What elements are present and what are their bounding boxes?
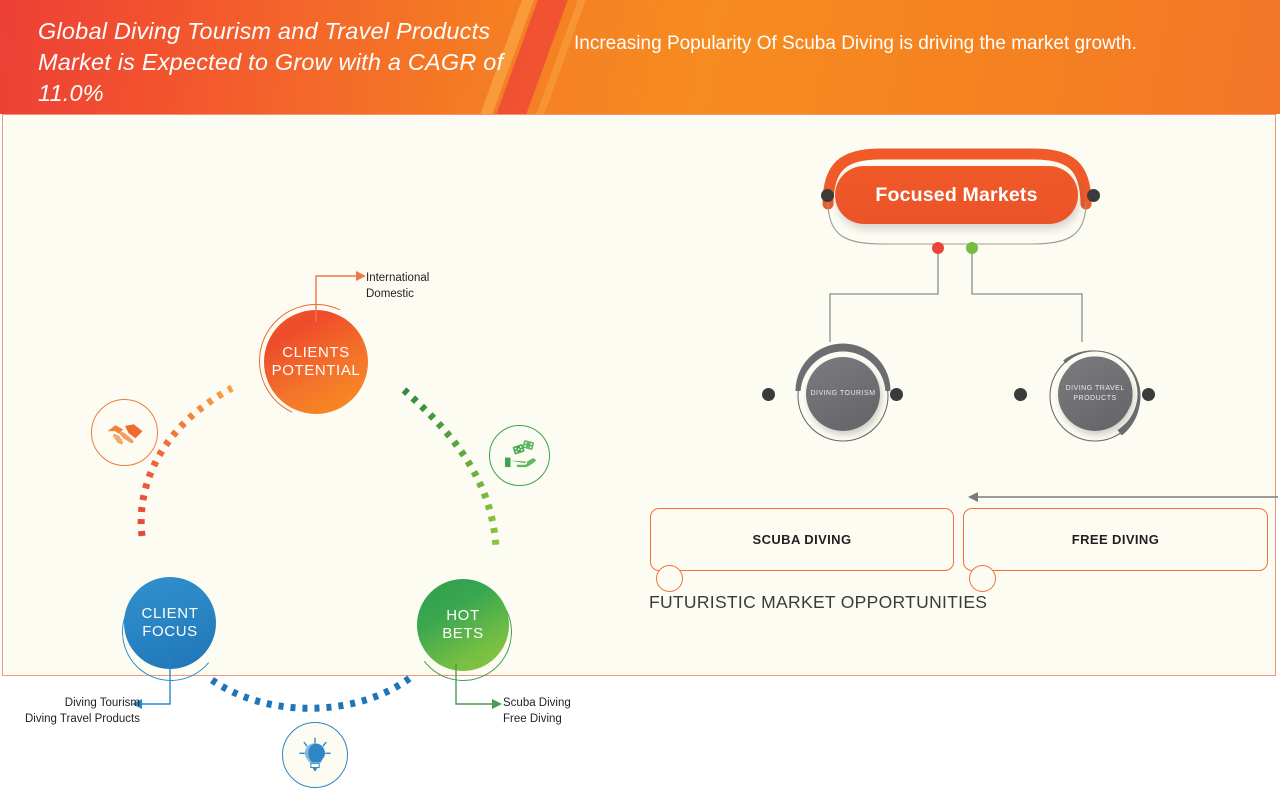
bubble-client-focus-line1: CLIENT — [141, 604, 199, 622]
label-clients-potential-line1: International — [366, 272, 430, 284]
handshake-icon-glyph — [107, 423, 142, 444]
opportunity-knob-free-diving — [969, 565, 996, 592]
bubble-client-focus[interactable]: CLIENT FOCUS — [124, 577, 216, 669]
futuristic-arrow — [968, 492, 1278, 502]
bubble-hot-bets-line2: BETS — [442, 625, 484, 642]
opportunity-box-scuba-diving[interactable]: SCUBA DIVING — [650, 508, 954, 571]
opportunity-label-scuba-diving: SCUBA DIVING — [752, 532, 852, 547]
focused-markets-rings — [822, 148, 1092, 245]
diving-travel-products-rings — [1049, 350, 1141, 442]
branch-connectors — [829, 248, 1083, 342]
bubble-clients-potential[interactable]: CLIENTS POTENTIAL — [264, 310, 368, 414]
header-left-wedge — [0, 0, 520, 114]
label-client-focus-line2: Diving Travel Products — [24, 712, 140, 725]
connector-clients-potential — [315, 271, 366, 322]
header-banner: Global Diving Tourism and Travel Product… — [0, 0, 1280, 114]
label-client-focus-line1: Diving Tourism — [64, 697, 140, 709]
dotted-arc-orange — [137, 384, 234, 537]
focused-markets-node: Focused Markets — [810, 144, 1110, 254]
bubble-hot-bets-line1: HOT — [446, 606, 480, 624]
right-diagram: Focused Markets DIVING TOURISM — [640, 114, 1280, 680]
bubble-clients-potential-line2: POTENTIAL — [271, 362, 361, 379]
label-hot-bets-line1: Scuba Diving — [503, 697, 571, 709]
focused-markets-right-dot — [1087, 189, 1100, 202]
money-in-hand-icon-glyph — [504, 439, 536, 467]
page-title: Global Diving Tourism and Travel Product… — [38, 18, 504, 107]
diving-travel-products-line3: PRODUCTS — [1073, 395, 1117, 402]
bubble-hot-bets[interactable]: HOT BETS — [417, 579, 509, 671]
header-subtitle: Increasing Popularity Of Scuba Diving is… — [574, 33, 1137, 54]
opportunity-knob-scuba-diving — [656, 565, 683, 592]
label-hot-bets-line2: Free Diving — [503, 712, 562, 725]
diving-travel-products-left-dot — [1014, 388, 1027, 401]
label-clients-potential-line2: Domestic — [366, 287, 414, 300]
bubble-clients-potential-line1: CLIENTS — [282, 343, 350, 361]
diving-tourism-right-dot — [890, 388, 903, 401]
dotted-arc-green — [401, 387, 500, 549]
focused-markets-button[interactable]: Focused Markets — [835, 166, 1078, 224]
opportunity-label-free-diving: FREE DIVING — [1071, 532, 1160, 547]
futuristic-opportunities-title: FUTURISTIC MARKET OPPORTUNITIES — [649, 592, 988, 612]
diving-travel-products-line1: DIVING — [1065, 384, 1093, 392]
focused-markets-label: Focused Markets — [875, 183, 1038, 206]
label-client-focus: Diving Tourism Diving Travel Products — [0, 696, 140, 727]
label-hot-bets: Scuba Diving Free Diving — [503, 696, 571, 727]
handshake-icon — [91, 399, 158, 466]
diving-tourism-node[interactable]: DIVING TOURISM — [806, 357, 880, 431]
lightbulb-icon-glyph — [299, 737, 331, 771]
diving-tourism-left-dot — [762, 388, 775, 401]
bubble-client-focus-line2: FOCUS — [142, 623, 198, 640]
diving-tourism-line1: DIVING — [810, 389, 838, 397]
green-dot — [966, 242, 978, 254]
lightbulb-icon — [282, 722, 348, 788]
label-clients-potential: International Domestic — [366, 271, 429, 302]
diving-tourism-rings — [795, 343, 891, 442]
diving-tourism-line2: TOURISM — [839, 389, 876, 397]
diving-travel-products-line2: TRAVEL — [1095, 384, 1125, 392]
red-dot — [932, 242, 944, 254]
diving-travel-products-right-dot — [1142, 388, 1155, 401]
opportunity-box-free-diving[interactable]: FREE DIVING — [963, 508, 1268, 571]
diving-travel-products-node[interactable]: DIVING TRAVEL PRODUCTS — [1058, 357, 1132, 431]
focused-markets-left-dot — [821, 189, 834, 202]
money-in-hand-icon — [489, 425, 550, 486]
left-diagram: CLIENTS POTENTIAL CLIENT FOCUS HOT BETS — [0, 114, 640, 788]
